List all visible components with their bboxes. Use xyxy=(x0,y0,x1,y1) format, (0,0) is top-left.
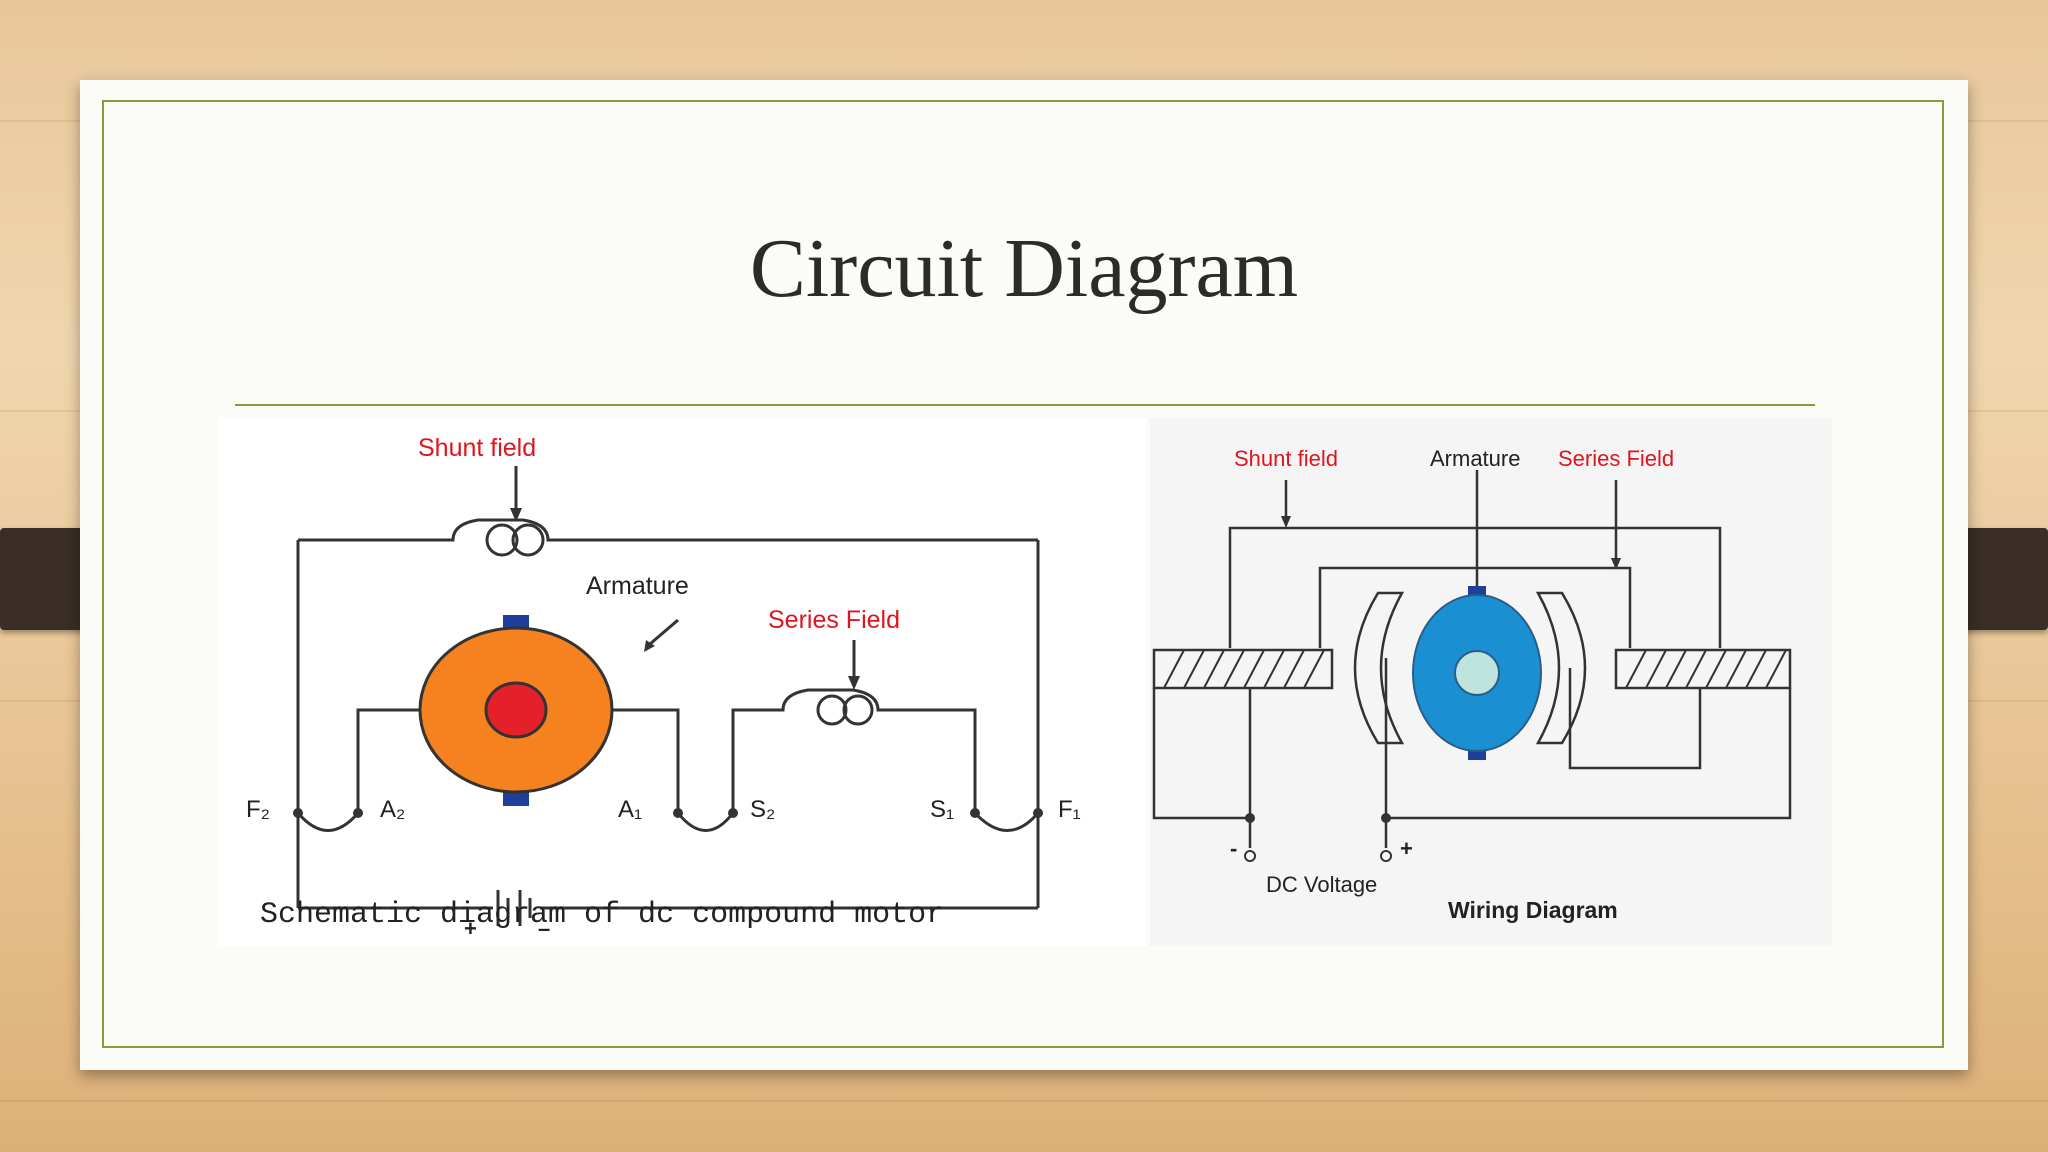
terminal-f1: F₁ xyxy=(1058,796,1081,823)
slide: Circuit Diagram xyxy=(80,80,1968,1070)
label-series-field: Series Field xyxy=(1558,446,1674,471)
wiring-diagram: Shunt field Armature Series Field - + DC… xyxy=(1150,418,1832,946)
label-series-field: Series Field xyxy=(768,606,900,634)
schematic-diagram: Shunt field Armature Series Field F₂ A₂ … xyxy=(218,418,1146,946)
schematic-caption: Schematic diagram of dc compound motor xyxy=(260,898,945,932)
dc-voltage-label: DC Voltage xyxy=(1266,872,1377,897)
wiring-caption: Wiring Diagram xyxy=(1448,897,1618,923)
voltage-minus: - xyxy=(1230,836,1237,861)
terminal-f2: F₂ xyxy=(246,796,270,823)
wiring-svg: Shunt field Armature Series Field - + DC… xyxy=(1152,446,1792,923)
label-shunt-field: Shunt field xyxy=(418,434,536,462)
voltage-plus: + xyxy=(1400,836,1413,861)
label-shunt-field: Shunt field xyxy=(1234,446,1338,471)
terminal-a1: A₁ xyxy=(618,796,642,823)
armature-core xyxy=(1454,650,1500,696)
label-armature: Armature xyxy=(586,572,689,600)
slide-border xyxy=(102,100,1944,1048)
title-divider xyxy=(235,404,1815,406)
terminal-s2: S₂ xyxy=(750,796,775,823)
armature-core xyxy=(484,681,548,739)
battery-plus: + xyxy=(464,916,477,941)
label-armature: Armature xyxy=(1430,446,1520,471)
terminal-s1: S₁ xyxy=(930,796,954,823)
slide-title: Circuit Diagram xyxy=(749,222,1299,315)
terminal-a2: A₂ xyxy=(380,796,405,823)
schematic-svg: Shunt field Armature Series Field F₂ A₂ … xyxy=(246,434,1081,941)
battery-minus: – xyxy=(538,916,550,941)
